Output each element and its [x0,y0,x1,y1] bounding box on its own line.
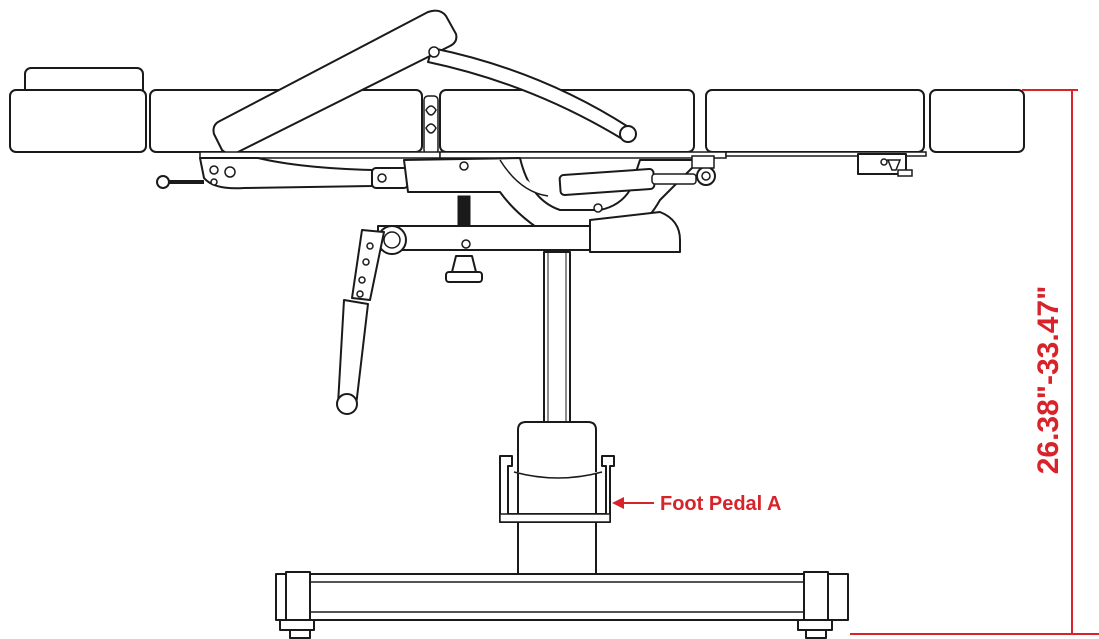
head-bracket [199,157,373,190]
lift-column [543,251,571,433]
foot-pedal [499,455,615,523]
foot-clamp [857,153,913,177]
height-dimension: 26.38"-33.47" [850,89,1099,635]
height-spindle [457,195,471,227]
gas-spring-leg [558,155,716,196]
head-release-lever [156,175,204,189]
left-foot [279,571,315,639]
pump-housing [513,421,603,579]
head-cushion [9,89,147,153]
foot-pedal-label: Foot Pedal A [660,493,781,515]
armrest [336,229,385,415]
foot-pedal-callout: Foot Pedal A [612,493,781,515]
armrest-bracket [377,211,681,255]
height-adjust-knob [445,255,483,283]
frame-rail [199,151,927,159]
gas-spring-head [371,167,409,189]
height-dimension-label: 26.38"-33.47" [1032,286,1065,475]
center-hinge [423,95,439,155]
base-frame [275,573,849,621]
leg-cushion [705,89,925,153]
backrest-raised [212,9,637,155]
foot-cushion [929,89,1025,153]
callout-arrow-icon [612,497,624,509]
right-foot [797,571,833,639]
